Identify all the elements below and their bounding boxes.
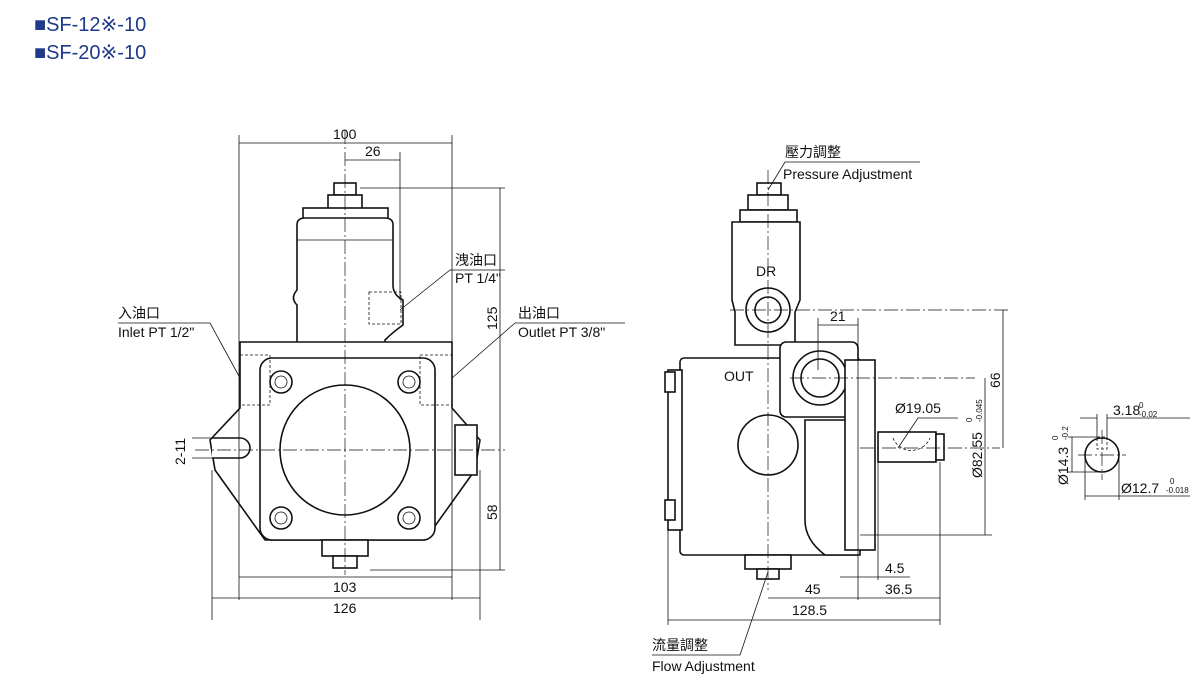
key-height-tol-up: 0: [1051, 435, 1060, 440]
key-width-tol-up: 0: [1139, 401, 1144, 410]
flow-adjust-en: Flow Adjustment: [652, 658, 755, 674]
dim-100: 100: [333, 126, 357, 142]
flow-adjust-cn: 流量調整: [652, 637, 708, 653]
dim-45: 45: [805, 581, 821, 597]
key-height: Ø14.3: [1055, 447, 1071, 485]
drain-label-cn: 洩油口: [455, 252, 497, 268]
dim-2-11: 2-11: [172, 438, 188, 465]
bolt-holes: [269, 370, 421, 530]
dim-58: 58: [484, 504, 500, 520]
inlet-label-en: Inlet PT 1/2": [118, 324, 194, 340]
dim-shaft-19-05: Ø19.05: [895, 400, 941, 416]
dim-66: 66: [987, 372, 1003, 388]
shaft-diameter: Ø12.7: [1121, 480, 1159, 496]
key-width: 3.18: [1113, 402, 1140, 418]
dim-103: 103: [333, 579, 357, 595]
dim-26: 26: [365, 143, 381, 159]
pressure-adjust-en: Pressure Adjustment: [783, 166, 912, 182]
model-title-sf20: ■SF-20※-10: [34, 42, 147, 64]
shaft-section: 3.18 0 -0.02 Ø14.3 0 -0.2 Ø12.7 0 -0.018: [1051, 401, 1190, 500]
drain-port-label: DR: [756, 263, 776, 279]
outlet-label-cn: 出油口: [518, 305, 560, 321]
front-view: 100 26 125 58 103 126 2-11 洩油口 PT 1/4" 入…: [118, 126, 625, 620]
dim-128-5: 128.5: [792, 602, 827, 618]
shaft-dia-tol-lo: -0.018: [1166, 486, 1189, 495]
outlet-label-en: Outlet PT 3/8": [518, 324, 605, 340]
dim-36-5: 36.5: [885, 581, 912, 597]
dim-21: 21: [830, 308, 846, 324]
dim-82-55-tol-up: 0: [965, 417, 974, 422]
key-width-tol-lo: -0.02: [1139, 410, 1158, 419]
key-height-tol-lo: -0.2: [1061, 426, 1070, 440]
model-title-sf12: ■SF-12※-10: [34, 14, 147, 36]
inlet-label-cn: 入油口: [118, 305, 160, 321]
pressure-adjust-cn: 壓力調整: [785, 144, 841, 160]
dim-82-55-tol-lo: -0.045: [975, 399, 984, 422]
dim-82-55: Ø82.55: [969, 432, 985, 478]
side-view: DR OUT 21 66 Ø82.55 0 -0.045 Ø19.05 4.5 …: [652, 144, 1010, 674]
dim-125: 125: [484, 306, 500, 330]
dim-4-5: 4.5: [885, 560, 905, 576]
shaft-dia-tol-up: 0: [1170, 477, 1175, 486]
dim-126: 126: [333, 600, 357, 616]
drain-label-en: PT 1/4": [455, 270, 501, 286]
outlet-port-label: OUT: [724, 368, 754, 384]
